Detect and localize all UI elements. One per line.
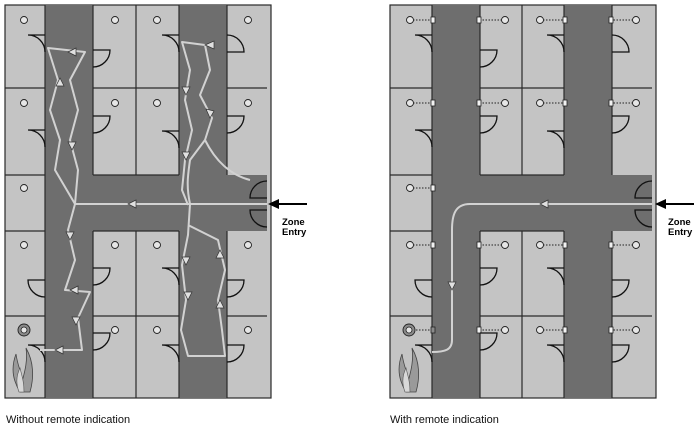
zone-entry-label-line2: Entry bbox=[282, 227, 307, 238]
caption-without-remote-indication: Without remote indication bbox=[6, 414, 131, 426]
door-swing-icon bbox=[27, 34, 268, 363]
zone-entry-label-line1: Zone bbox=[282, 217, 305, 228]
zone-entry-arrow bbox=[655, 199, 694, 209]
search-path bbox=[431, 203, 652, 353]
door-swing-icon bbox=[414, 34, 653, 363]
arrow-icon bbox=[447, 199, 549, 291]
remote-indicator-lamp bbox=[430, 16, 614, 334]
zone-entry-label-right: Zone Entry bbox=[668, 218, 692, 238]
call-point-icon bbox=[406, 16, 640, 334]
zone-entry-label-line2: Entry bbox=[668, 227, 693, 238]
remote-indicator-link bbox=[413, 19, 633, 331]
activated-call-point-icon bbox=[17, 323, 31, 337]
call-point-icon bbox=[20, 16, 252, 334]
diagram-without-remote-indication bbox=[4, 4, 307, 399]
activated-call-point-icon bbox=[402, 323, 416, 337]
zone-entry-label-left: Zone Entry bbox=[282, 218, 306, 238]
zone-entry-label-line1: Zone bbox=[668, 217, 691, 228]
diagram-with-remote-indication bbox=[389, 4, 694, 399]
zone-entry-arrow bbox=[268, 199, 307, 209]
caption-with-remote-indication: With remote indication bbox=[390, 414, 499, 426]
arrow-icon bbox=[54, 40, 225, 355]
